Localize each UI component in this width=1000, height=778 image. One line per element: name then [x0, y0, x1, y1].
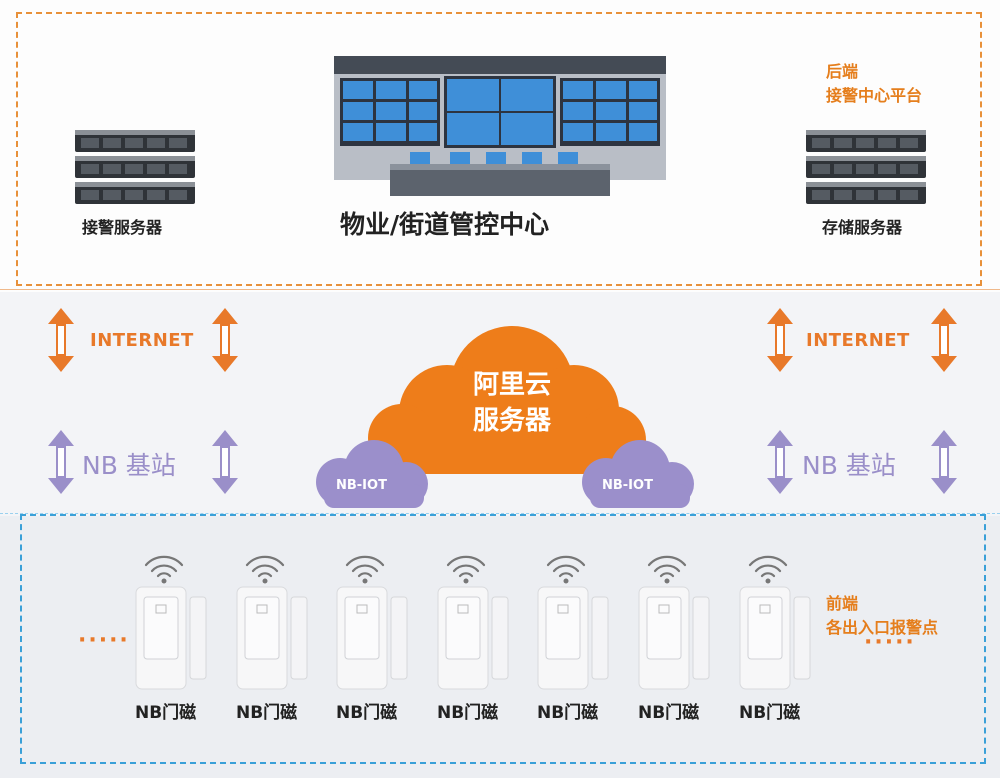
aliyun-line2: 服务器	[472, 406, 551, 436]
left-nbiot-cloud-icon	[316, 440, 428, 508]
door-sensor-device	[434, 545, 516, 690]
door-sensor-label: NB门磁	[739, 703, 801, 723]
right-nb-arrow-1-icon	[767, 430, 793, 494]
door-sensor-device	[635, 545, 717, 690]
left-internet-label: INTERNET	[90, 330, 194, 351]
door-sensor-label: NB门磁	[537, 703, 599, 723]
alarm-server-icon	[75, 130, 195, 204]
left-nb-arrow-1-icon	[48, 430, 74, 494]
control-center-icon	[334, 56, 666, 196]
backend-region	[16, 12, 982, 286]
backend-title-line2: 接警中心平台	[826, 86, 923, 105]
right-internet-label: INTERNET	[806, 330, 910, 351]
frontend-region	[20, 514, 986, 764]
right-nb-arrow-2-icon	[931, 430, 957, 494]
door-sensor-icon	[537, 555, 609, 690]
door-sensor-icon	[135, 555, 207, 690]
left-nbiot-label: NB-IOT	[336, 478, 387, 493]
aliyun-cloud-icon	[368, 326, 646, 474]
alarm-server-label: 接警服务器	[82, 218, 163, 237]
control-center-label: 物业/街道管控中心	[340, 210, 550, 239]
storage-server-icon	[806, 130, 926, 204]
aliyun-line1: 阿里云	[472, 370, 551, 400]
left-ellipsis-dots: ·····	[78, 628, 130, 653]
right-nbiot-label: NB-IOT	[602, 478, 653, 493]
door-sensor-icon	[739, 555, 811, 690]
right-ellipsis-dots: ·····	[864, 630, 916, 655]
storage-server-label: 存储服务器	[822, 218, 903, 237]
left-internet-arrow-1-icon	[48, 308, 74, 372]
backend-title-line1: 后端	[826, 62, 859, 81]
divider-bottom	[0, 513, 1000, 514]
door-sensor-device	[233, 545, 315, 690]
left-nb-station-label: NB 基站	[82, 451, 176, 480]
door-sensor-label: NB门磁	[135, 703, 197, 723]
backend-title: 后端 接警中心平台	[826, 60, 922, 108]
left-nb-arrow-2-icon	[212, 430, 238, 494]
frontend-title: 前端 各出入口报警点	[826, 592, 938, 640]
door-sensor-device	[333, 545, 415, 690]
door-sensor-icon	[336, 555, 408, 690]
frontend-title-line1: 前端	[826, 594, 859, 613]
door-sensor-label: NB门磁	[437, 703, 499, 723]
right-internet-arrow-2-icon	[931, 308, 957, 372]
door-sensor-device	[534, 545, 616, 690]
aliyun-cloud-label: 阿里云 服务器	[452, 367, 572, 439]
door-sensor-icon	[638, 555, 710, 690]
left-internet-arrow-2-icon	[212, 308, 238, 372]
divider-top	[0, 289, 1000, 290]
door-sensor-label: NB门磁	[638, 703, 700, 723]
frontend-title-line2: 各出入口报警点	[826, 618, 939, 637]
right-nbiot-cloud-icon	[582, 440, 694, 508]
door-sensor-icon	[437, 555, 509, 690]
right-nb-station-label: NB 基站	[802, 451, 896, 480]
door-sensor-icon	[236, 555, 308, 690]
door-sensor-device	[736, 545, 818, 690]
door-sensor-label: NB门磁	[336, 703, 398, 723]
door-sensor-label: NB门磁	[236, 703, 298, 723]
right-internet-arrow-1-icon	[767, 308, 793, 372]
door-sensor-device	[132, 545, 214, 690]
